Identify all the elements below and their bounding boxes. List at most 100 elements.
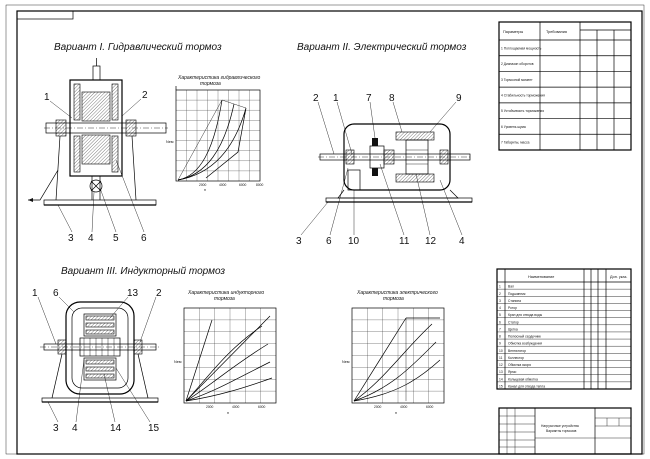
spec-item-3: Станина (508, 299, 521, 303)
title-block: Нагрузочные устройства Варианты тормозов (498, 407, 632, 455)
spec-pos-9: 9 (499, 342, 501, 346)
ind-line-2 (185, 325, 263, 402)
spec-item-6: Статор (508, 320, 519, 324)
spec-pos-5: 5 (499, 313, 501, 317)
hyd-curve-1 (177, 99, 223, 181)
callout-e-7: 7 (366, 93, 372, 104)
hydraulic-chart-grid (176, 90, 260, 181)
hyd-curve-3 (177, 107, 247, 181)
callout-1: 1 (44, 92, 50, 103)
callout-6: 6 (141, 233, 147, 244)
param-row-4: 4 Стабильность торможения (501, 94, 545, 98)
param-header-req: Требования (546, 30, 567, 34)
param-row-2: 2 Диапазон оборотов (501, 62, 534, 66)
spec-header-name: Наименование (528, 275, 554, 279)
ind-y-label: Nем (174, 360, 182, 364)
param-row-5: 5 Устойчивость торможения (501, 109, 544, 113)
hydraulic-brake-drawing (28, 58, 168, 206)
corner-box (16, 10, 74, 20)
hyd-tick-1: 2000 (199, 183, 207, 187)
spec-item-7: Щетка (508, 327, 518, 331)
spec-header-note: Доп. указ. (610, 275, 627, 279)
param-row-1: 1 Поглощаемая мощность (501, 46, 542, 50)
ind-tick-2: 4000 (232, 405, 240, 409)
callout-e-4: 4 (459, 236, 465, 247)
spec-pos-12: 12 (499, 363, 503, 367)
param-row-7: 7 Габариты, масса (501, 141, 530, 145)
outer-frame (5, 4, 645, 455)
ind-chart-title-1: Характеристика индукторного (187, 290, 264, 296)
hyd-tick-3: 6000 (239, 183, 247, 187)
spec-item-11: Коллектор (508, 356, 524, 360)
spec-item-13: Ярмо (508, 370, 516, 374)
callout-e-6: 6 (326, 236, 332, 247)
callout-e-1: 1 (333, 93, 339, 104)
hyd-tick-2: 4000 (219, 183, 227, 187)
inductor-callouts: 1 6 13 2 3 4 14 15 (32, 288, 162, 434)
param-header-params: Параметры (503, 30, 524, 34)
parameters-table: Параметры Требования 1 Поглощаемая мощно… (498, 21, 632, 151)
el-chart-title-1: Характеристика электрического (356, 290, 438, 296)
el-tick-2: 4000 (400, 405, 408, 409)
el-tick-3: 6000 (426, 405, 434, 409)
stamp-line-1: Нагрузочные устройства (541, 424, 579, 428)
hydraulic-x-label: n (204, 188, 206, 192)
el-tick-1: 2000 (374, 405, 382, 409)
inductor-chart-left: Характеристика индукторного тормоза Nем … (174, 290, 277, 415)
callout-i-6: 6 (53, 288, 59, 299)
el-y-label: Nем (342, 360, 350, 364)
electric-callouts: 2 1 7 8 9 3 6 10 11 12 4 (296, 93, 465, 247)
spec-pos-8: 8 (499, 335, 501, 339)
callout-3: 3 (68, 233, 74, 244)
el-line-2 (353, 323, 433, 402)
spec-pos-11: 11 (499, 356, 503, 360)
hydraulic-callouts: 1 2 3 4 5 6 (44, 90, 148, 244)
spec-pos-4: 4 (499, 306, 501, 310)
spec-item-12: Обмотка якоря (508, 363, 531, 367)
callout-i-1: 1 (32, 288, 38, 299)
inductor-chart-right: Характеристика электрического тормоза Nе… (342, 290, 445, 415)
spec-item-10: Вентилятор (508, 349, 526, 353)
title-variant-1: Вариант I. Гидравлический тормоз (54, 42, 222, 53)
stamp-line-2: Варианты тормозов (546, 429, 577, 433)
ind-tick-3: 6000 (258, 405, 266, 409)
ind-line-5 (185, 377, 273, 402)
hydraulic-chart-title-1: Характеристика гидравлического (177, 75, 261, 81)
spec-pos-1: 1 (499, 285, 501, 289)
spec-pos-3: 3 (499, 299, 501, 303)
ind-chart-title-2: тормоза (214, 296, 235, 302)
title-variant-3: Вариант III. Индукторный тормоз (61, 266, 225, 277)
callout-e-8: 8 (389, 93, 395, 104)
callout-i-2: 2 (156, 288, 162, 299)
spec-item-9: Обмотка возбуждения (508, 342, 542, 346)
spec-item-14: Кольцевая обмотка (508, 377, 538, 381)
callout-e-10: 10 (348, 236, 360, 247)
callout-e-2: 2 (313, 93, 319, 104)
title-variant-2: Вариант II. Электрический тормоз (297, 42, 467, 53)
hydraulic-y-label: Nем (166, 140, 174, 144)
spec-pos-10: 10 (499, 349, 503, 353)
callout-i-14: 14 (110, 423, 122, 434)
callout-2: 2 (142, 90, 148, 101)
ind-line-3 (185, 343, 269, 402)
spec-pos-15: 15 (499, 385, 503, 389)
hyd-tick-4: 8000 (256, 183, 264, 187)
electric-chart-grid (352, 308, 444, 403)
callout-e-11: 11 (399, 236, 410, 247)
spec-item-4: Ротор (508, 306, 517, 310)
callout-i-4: 4 (72, 423, 78, 434)
el-line-3 (353, 341, 437, 402)
spec-item-15: Канал для отвода тепла (508, 385, 545, 389)
spec-item-5: Кран для отвода воды (508, 313, 543, 317)
spec-pos-7: 7 (499, 327, 501, 331)
callout-e-9: 9 (456, 93, 462, 104)
spec-pos-14: 14 (499, 377, 503, 381)
inductor-brake-drawing (40, 301, 160, 403)
callout-e-12: 12 (425, 236, 437, 247)
ind-tick-1: 2000 (206, 405, 214, 409)
spec-item-2: Подшипник (508, 292, 526, 296)
ind-line-4 (185, 361, 271, 402)
electric-brake-drawing (318, 123, 473, 203)
